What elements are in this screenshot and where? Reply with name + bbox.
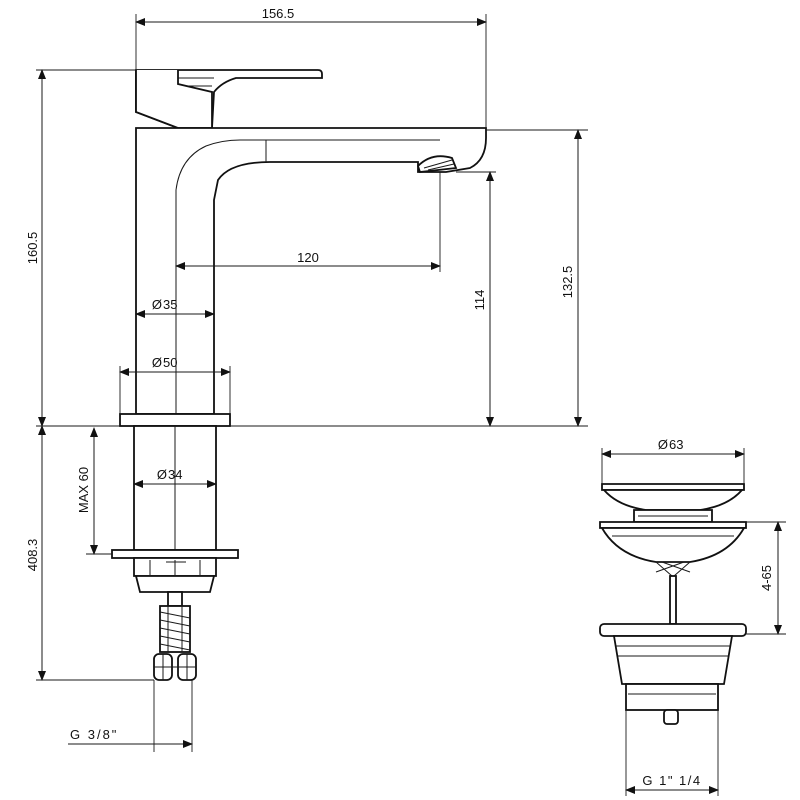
faucet-dimensions: 156.5 160.5 132.5 114 120 Ø 35 Ø 50 Ø 34 — [25, 6, 588, 752]
threaded-rod — [167, 591, 183, 607]
dim-spout-reach: 120 — [297, 250, 319, 265]
dim-hose-thread: G 3/8" — [70, 727, 118, 742]
dim-spout-height: 114 — [472, 290, 487, 311]
dim-waste-thread: G 1" 1/4 — [642, 773, 701, 788]
dim-hose-length: 408.3 — [25, 539, 40, 572]
waste-rod — [669, 575, 677, 625]
dim-total-length: 156.5 — [262, 6, 295, 21]
dim-waste-diameter: 63 — [669, 437, 683, 452]
dim-body-height: 132.5 — [560, 266, 575, 299]
dim-total-height: 160.5 — [25, 232, 40, 265]
diameter-symbol-50: Ø — [152, 355, 162, 370]
dim-max-thickness: MAX 60 — [76, 467, 91, 513]
dim-waste-range: 4-65 — [759, 565, 774, 591]
diameter-symbol-34: Ø — [157, 467, 167, 482]
waste-body — [612, 635, 734, 685]
dim-shank-diameter: 34 — [168, 467, 182, 482]
dim-base-diameter: 50 — [163, 355, 177, 370]
waste-dimensions: Ø 63 4-65 G 1" 1/4 — [601, 437, 786, 796]
waste-lower-flange — [599, 623, 747, 637]
dim-body-diameter: 35 — [163, 297, 177, 312]
waste-assembly — [599, 483, 747, 725]
base-plate — [119, 413, 231, 427]
faucet-body — [111, 69, 487, 681]
waste-thread — [625, 683, 719, 711]
diameter-symbol-35: Ø — [152, 297, 162, 312]
flex-hose — [159, 605, 191, 653]
lower-flange — [111, 549, 239, 559]
waste-flange — [599, 521, 747, 529]
spout-body — [135, 127, 487, 415]
hose-fittings — [153, 653, 197, 681]
waste-cap — [601, 483, 745, 491]
diameter-symbol-63: Ø — [658, 437, 668, 452]
